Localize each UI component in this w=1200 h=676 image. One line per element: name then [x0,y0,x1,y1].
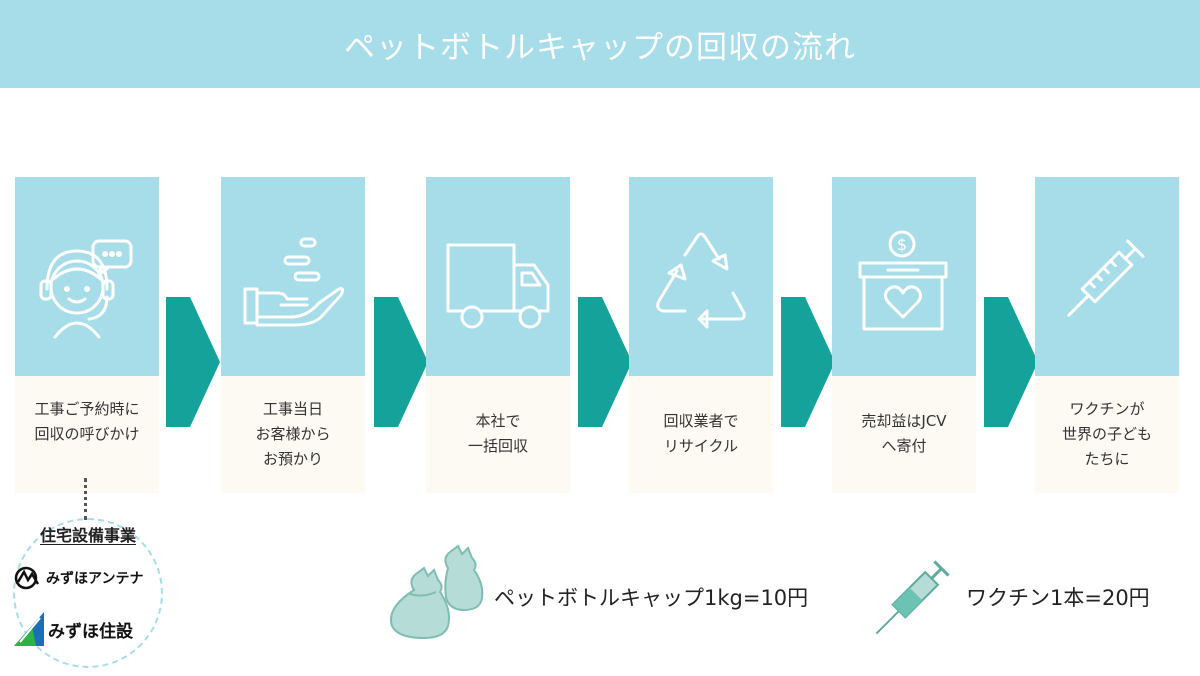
step-3-label-panel [426,376,570,493]
step-5: $ 売却益はJCV へ寄付 [832,177,976,493]
step-2-icon-panel [221,177,365,376]
step-4-line-2: リサイクル [663,437,739,455]
flow-arrow-3 [578,297,632,427]
rate-cap-text: ペットボトルキャップ1kg=10円 [494,586,809,610]
step-5-label-panel [832,376,976,493]
step-1-line-1: 工事ご予約時に [34,400,140,418]
logo-mizuho-antenna: みずほアンテナ [14,566,143,590]
step-3-icon-panel [426,177,570,376]
step-2: 工事当日 お客様から お預かり [221,177,365,493]
antenna-logo-icon [14,566,40,590]
page-title: ペットボトルキャップの回収の流れ [344,29,856,66]
step-1-label-panel [15,376,159,493]
step-6-line-3: たちに [1084,450,1130,468]
logo-mizuho-antenna-text: みずほアンテナ [46,571,144,587]
step-4-icon-panel [629,177,773,376]
step-6-text: ワクチンが 世界の子ども たちに [1035,397,1179,472]
step-6-label-panel [1035,376,1179,493]
garbage-bag-icon [390,544,484,640]
step-3-text: 本社で 一括回収 [426,409,570,459]
step-2-line-1: 工事当日 [262,400,323,418]
step-6-line-1: ワクチンが [1069,400,1145,418]
title-banner: ペットボトルキャップの回収の流れ [0,0,1200,88]
step-6-icon-panel [1035,177,1179,376]
step-5-text: 売却益はJCV へ寄付 [832,409,976,459]
step-2-line-3: お預かり [262,450,323,468]
step-3-line-1: 本社で [475,412,521,430]
logo-mizuho-jusetsu: みずほ住設 [14,612,133,646]
rate-vaccine-text: ワクチン1本=20円 [966,586,1150,610]
step-4: 回収業者で リサイクル [629,177,773,493]
partner-circle [13,518,163,668]
step-4-text: 回収業者で リサイクル [629,409,773,459]
step-2-label-panel [221,376,365,493]
step-6-line-2: 世界の子ども [1061,425,1152,443]
step-3-line-2: 一括回収 [467,437,528,455]
step-4-line-1: 回収業者で [663,412,739,430]
donation-box-icon: $ [858,230,948,331]
step-1-line-2: 回収の呼びかけ [34,425,140,443]
step-2-line-2: お客様から [255,425,331,443]
logo-mizuho-jusetsu-text: みずほ住設 [48,621,133,642]
vaccine-syringe-icon [875,560,950,635]
step-1-icon-panel [15,177,159,376]
step-2-text: 工事当日 お客様から お預かり [221,397,365,472]
recycle-icon [656,232,746,329]
step-3: 本社で 一括回収 [426,177,570,493]
svg-text:$: $ [897,235,907,254]
step-1-text: 工事ご予約時に 回収の呼びかけ [15,397,159,447]
step-5-line-2: へ寄付 [881,437,927,455]
step-5-line-1: 売却益はJCV [861,412,947,430]
partner-title: 住宅設備事業 [39,526,136,545]
step-6: ワクチンが 世界の子ども たちに [1035,177,1179,493]
hand-receiving-icon [243,237,345,327]
flow-arrow-2 [374,297,428,427]
step-1: 工事ご予約時に 回収の呼びかけ [15,177,159,493]
jusetsu-logo-icon [14,612,44,646]
headset-operator-icon [39,239,133,339]
step-4-label-panel [629,376,773,493]
syringe-icon [1067,239,1145,317]
truck-icon [446,243,550,329]
flow-arrow-4 [781,297,835,427]
dotted-connector [84,478,87,520]
step-5-icon-panel: $ [832,177,976,376]
flow-arrow-1 [166,297,220,427]
flow-arrow-5 [984,297,1038,427]
